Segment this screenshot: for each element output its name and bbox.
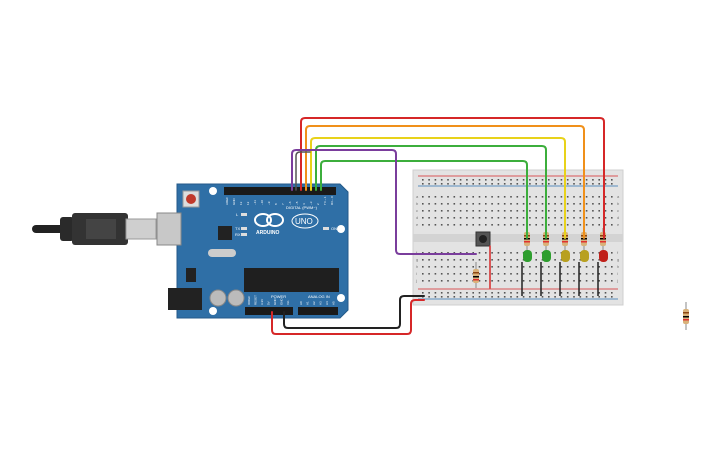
loose-resistor[interactable] — [683, 302, 689, 330]
digital-pin-label: 7 — [281, 203, 285, 205]
row-letter: h — [617, 264, 619, 269]
digital-pin-label: ~5 — [295, 201, 299, 205]
row-letter: a — [416, 194, 419, 199]
power-pin-label: RESET — [254, 295, 258, 305]
analog-header-label: ANALOG IN — [308, 294, 330, 299]
digital-pin-label: ~11 — [253, 200, 257, 205]
power-header[interactable] — [245, 307, 293, 315]
wire-green-led-1[interactable] — [320, 160, 528, 239]
digital-pin-label: ~10 — [260, 200, 264, 205]
led-body[interactable] — [561, 250, 570, 262]
atmega-chip — [244, 268, 339, 292]
digital-pin-label: GND — [232, 198, 236, 206]
l-led — [241, 213, 247, 216]
row-letter: c — [617, 208, 619, 213]
wire-purple-button[interactable] — [291, 149, 477, 255]
arduino-uno-board[interactable]: ARDUINO UNO DIGITAL (PWM~) POWER ANALOG … — [156, 183, 349, 319]
row-letter: h — [416, 264, 418, 269]
digital-header-label: DIGITAL (PWM~) — [286, 205, 318, 210]
digital-pin-label: 8 — [274, 203, 278, 205]
wire-black-gnd[interactable] — [283, 295, 425, 329]
digital-header[interactable] — [224, 187, 336, 195]
digital-pin-label: 4 — [302, 203, 306, 205]
analog-pin-label: A2 — [312, 301, 316, 305]
breadboard-center-channel — [413, 234, 623, 242]
power-pin-label: Vin — [286, 300, 290, 305]
capacitor — [209, 289, 227, 307]
led-body[interactable] — [599, 250, 608, 262]
wire-red-led-5[interactable] — [300, 117, 605, 239]
tx-led — [241, 227, 247, 230]
digital-pin-label: RX←0 — [330, 196, 334, 205]
power-pin-label: GND — [273, 298, 277, 306]
analog-pin-label: A0 — [299, 301, 303, 305]
analog-pin-label: A4 — [325, 301, 329, 305]
row-letter: g — [416, 257, 418, 262]
analog-pin-label: A1 — [306, 301, 310, 305]
arduino-logo-icon — [254, 213, 284, 227]
row-letter: a — [617, 194, 620, 199]
crystal — [208, 249, 236, 257]
row-letter: c — [416, 208, 418, 213]
uno-label: UNO — [295, 217, 313, 226]
usb-jack — [156, 212, 182, 246]
row-letter: d — [617, 215, 619, 220]
wire-red-5v[interactable] — [271, 299, 425, 335]
wire-orange-led-4[interactable] — [305, 125, 585, 239]
led-body[interactable] — [542, 250, 551, 262]
digital-pin-label: 12 — [246, 201, 250, 205]
row-letter: d — [416, 215, 418, 220]
capacitor — [227, 289, 245, 307]
row-letter: i — [617, 271, 618, 276]
led-body[interactable] — [523, 250, 532, 262]
wire-green-led-2[interactable] — [315, 145, 547, 239]
digital-pin-label: ~3 — [309, 201, 313, 205]
digital-pin-label: TX→1 — [323, 196, 327, 205]
power-pin-label: 3.3V — [260, 299, 264, 305]
led-red-5[interactable] — [597, 228, 608, 296]
power-header-label: POWER — [271, 294, 286, 299]
tx-label: TX — [235, 226, 240, 231]
digital-pin-label: AREF — [225, 197, 229, 205]
digital-pin-label: ~6 — [288, 201, 292, 205]
row-letter: e — [416, 222, 419, 227]
row-letter: f — [416, 250, 418, 255]
row-letter: g — [617, 257, 619, 262]
wire-gray-button[interactable] — [295, 151, 311, 191]
on-led — [323, 227, 329, 230]
analog-pin-label: A5 — [332, 301, 336, 305]
analog-pin-label: A3 — [319, 301, 323, 305]
rx-led — [241, 233, 247, 236]
wire-yellow-led-3[interactable] — [310, 137, 566, 239]
row-letter: b — [416, 201, 419, 206]
digital-pin-label: ~9 — [267, 201, 271, 205]
row-letter: f — [617, 250, 619, 255]
row-letter: e — [617, 222, 620, 227]
digital-pin-label: 2 — [316, 203, 320, 205]
voltage-regulator — [186, 268, 196, 282]
row-letter: b — [617, 201, 620, 206]
dc-power-jack — [168, 288, 202, 310]
row-letter: j — [415, 278, 417, 283]
pull-down-resistor[interactable] — [473, 262, 479, 288]
power-pin-label: GND — [280, 298, 284, 306]
usb-cable[interactable] — [32, 213, 157, 245]
push-button[interactable] — [475, 231, 491, 247]
row-letter: i — [416, 271, 417, 276]
power-pin-label: IOREF — [247, 296, 251, 305]
arduino-brand-label: ARDUINO — [256, 230, 279, 236]
analog-header[interactable] — [298, 307, 338, 315]
led-body[interactable] — [580, 250, 589, 262]
usb-ic — [218, 226, 232, 240]
rx-label: RX — [235, 232, 241, 237]
on-label: ON — [331, 226, 337, 231]
digital-pin-label: 13 — [239, 201, 243, 205]
l-label: L — [236, 212, 239, 217]
row-letter: j — [616, 278, 618, 283]
power-pin-label: 5V — [267, 301, 271, 305]
